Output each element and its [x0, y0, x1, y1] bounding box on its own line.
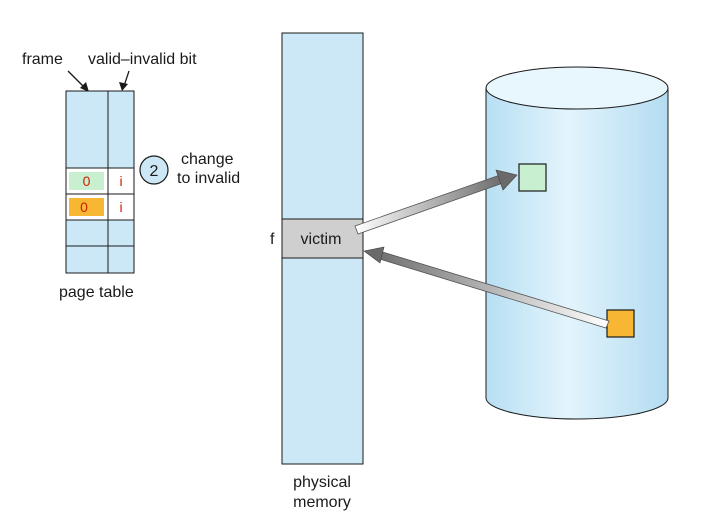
physical-memory-caption-line2: memory: [293, 494, 351, 511]
step-number-circle: [139, 155, 169, 185]
page-table-entry-1-bit-cell: [108, 168, 134, 194]
valid-invalid-bit-label: valid–invalid bit: [88, 51, 197, 68]
swap-in-arrowhead: [363, 246, 385, 264]
page-table-caption: page table: [59, 284, 134, 301]
step-number: 2: [150, 163, 159, 180]
swapped-out-page: [518, 163, 547, 192]
page-table-entry-1-frame: 0: [83, 173, 91, 189]
frame-f-label: f: [270, 231, 275, 248]
swap-out-arrow: [354, 169, 518, 235]
victim-frame: [281, 218, 364, 259]
page-table-entry-2-bit: i: [119, 199, 122, 215]
frame-pointer-arrowhead: [80, 82, 89, 92]
physical-memory-caption-line1: physical: [293, 474, 351, 491]
step-2: 2 change to invalid: [139, 151, 240, 187]
page-table-entry-2-bit-cell: [108, 194, 134, 220]
frame-label: frame: [22, 51, 63, 68]
page-table-entry-1-color: [69, 172, 104, 190]
page-table: frame valid–invalid bit 0 i 0 i page tab…: [22, 51, 197, 301]
page-table-entry-1-bit: i: [119, 173, 122, 189]
step-text-line1: change: [181, 151, 234, 168]
victim-label: victim: [301, 231, 342, 248]
physical-memory: victim f physical memory: [270, 32, 364, 511]
swap-out-arrow-shaft: [354, 174, 504, 235]
disk-body: [485, 87, 669, 420]
valid-bit-pointer-arrowhead: [119, 82, 128, 91]
swap-in-arrow: [363, 246, 610, 329]
swap-out-arrowhead: [495, 169, 518, 191]
disk-top: [485, 66, 669, 110]
step-text-line2: to invalid: [177, 170, 240, 187]
page-table-entry-2-frame: 0: [80, 199, 88, 215]
page-table-entry-2-color: [69, 198, 104, 216]
backing-store-disk: [485, 66, 669, 420]
swapped-in-page: [606, 309, 635, 338]
